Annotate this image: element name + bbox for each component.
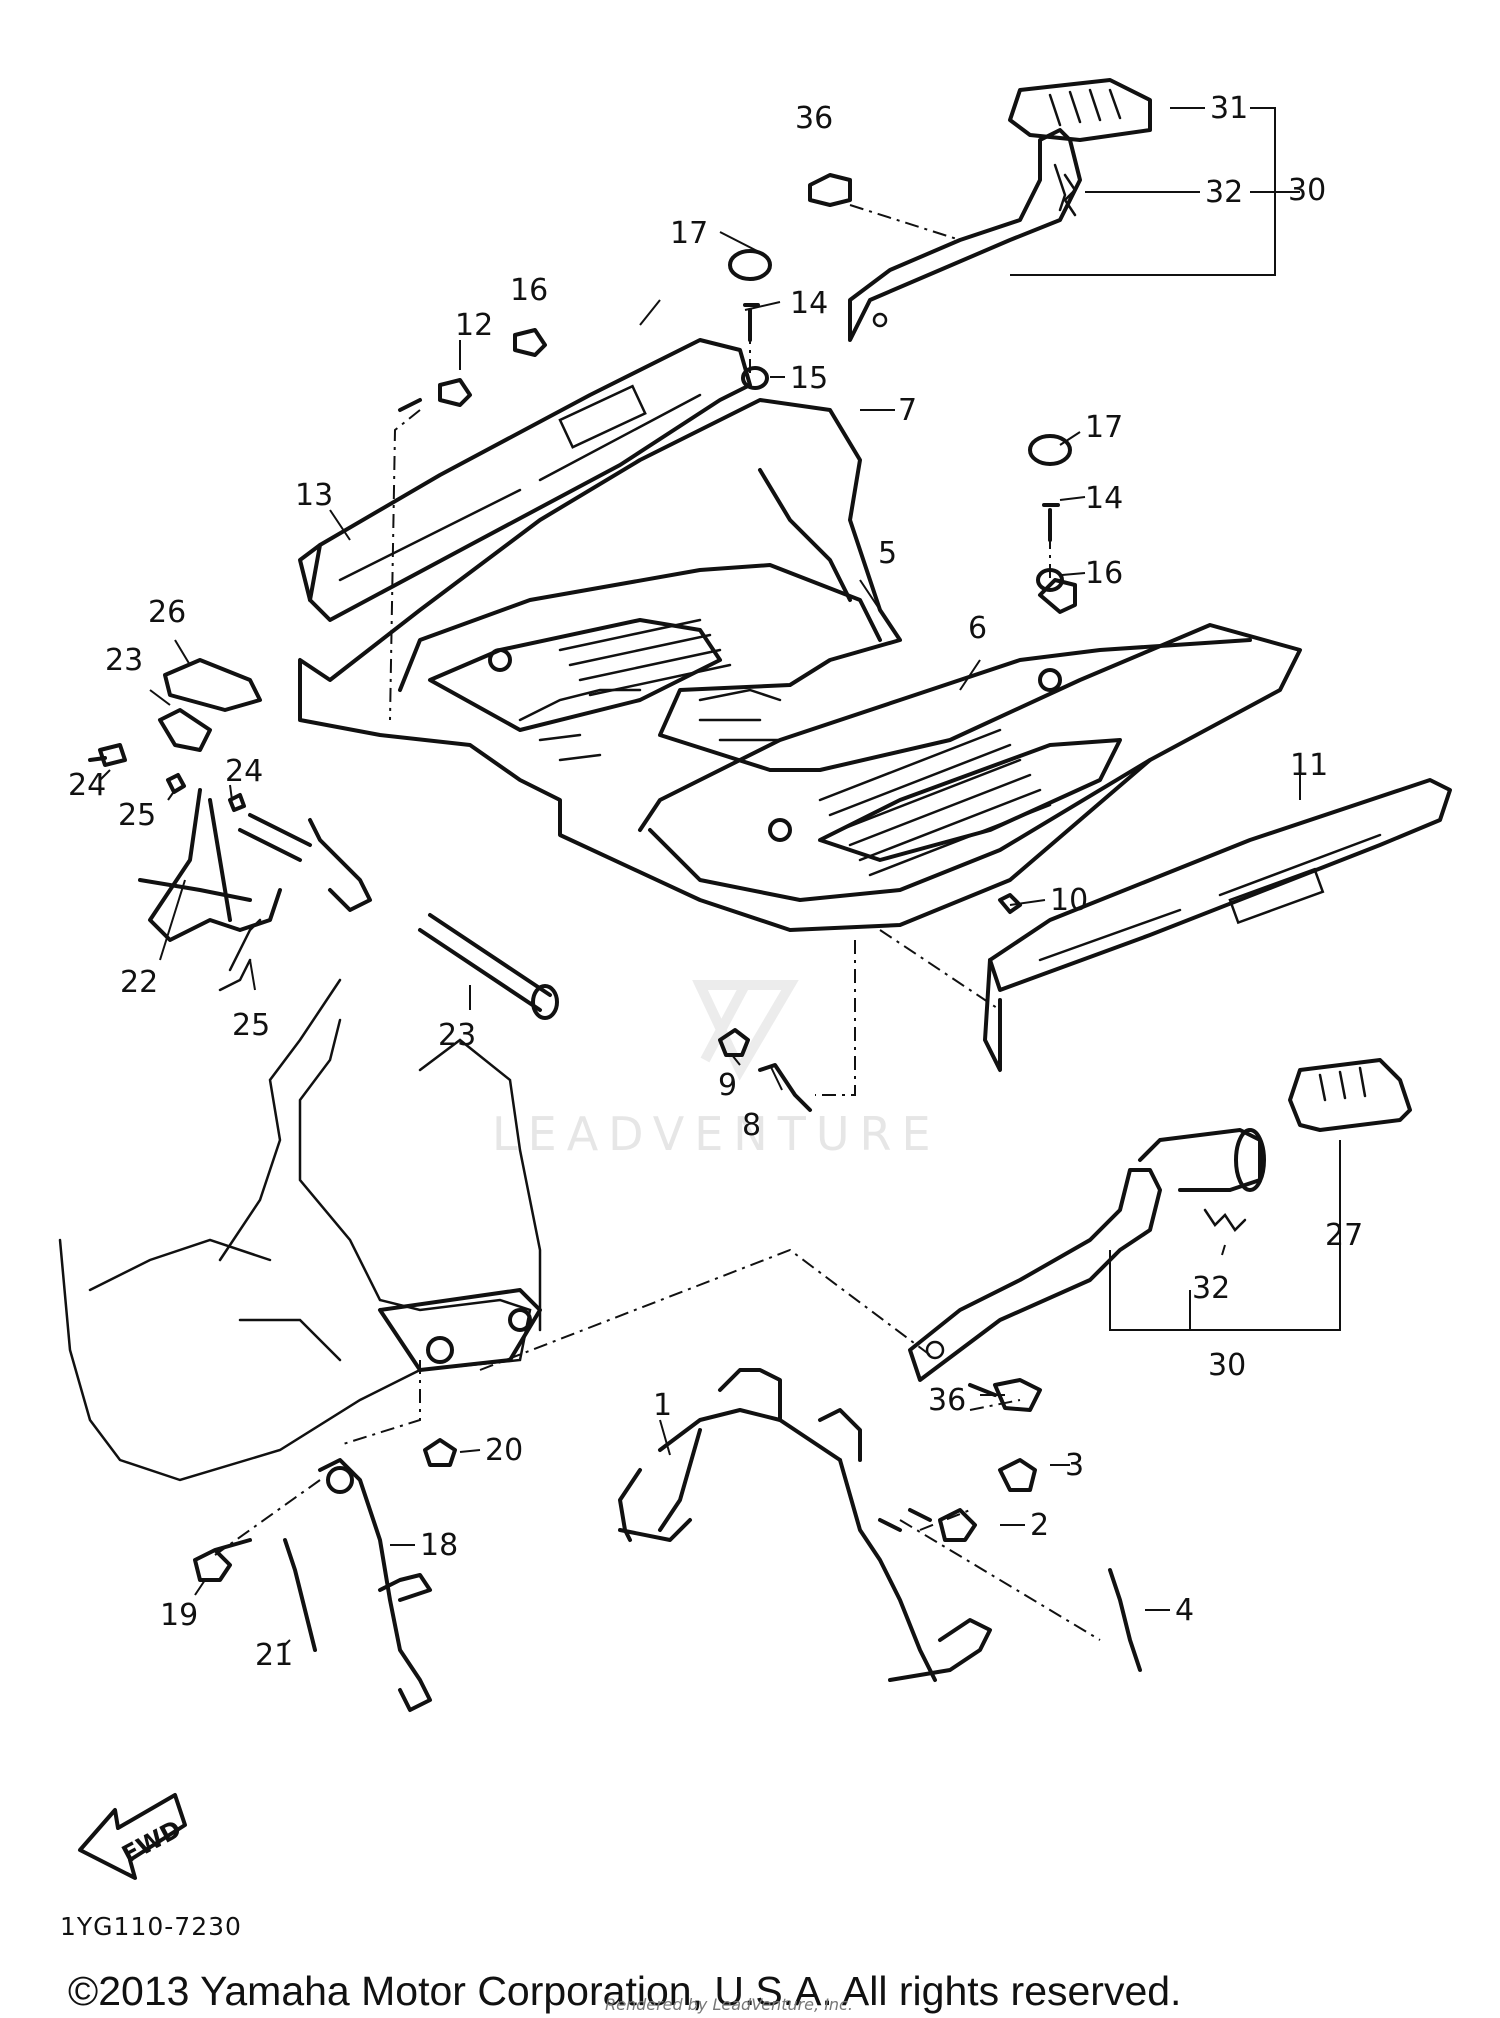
callout-28: 25 xyxy=(118,798,156,833)
callout-23: 23 xyxy=(438,1018,476,1053)
callout-1: 1 xyxy=(653,1388,672,1423)
floorboard xyxy=(298,398,1302,932)
callout-4: 4 xyxy=(1175,1593,1194,1628)
callout-21: 21 xyxy=(255,1638,293,1673)
callout-32: 32 xyxy=(1192,1271,1230,1306)
callout-31: 27 xyxy=(1325,1218,1363,1253)
callout-33: 30 xyxy=(1288,173,1326,208)
brake-pedal xyxy=(138,788,282,942)
callout-5: 5 xyxy=(878,536,897,571)
callout-35: 32 xyxy=(1205,175,1243,210)
callout-36-bottom: 36 xyxy=(928,1383,966,1418)
callout-15-right: 16 xyxy=(1085,556,1123,591)
watermark: LEADVENTURE xyxy=(492,980,941,1161)
fwd-arrow: FWD xyxy=(78,1793,187,1880)
callout-16: 16 xyxy=(510,273,548,308)
callout-2: 2 xyxy=(1030,1508,1049,1543)
callout-labels: 31 30 32 36 17 14 15 17 14 16 7 5 6 10 1… xyxy=(68,91,1363,1673)
callout-7: 7 xyxy=(898,393,917,428)
callout-26: 23 xyxy=(105,643,143,678)
diagram-code: 1YG110-7230 xyxy=(60,1912,242,1941)
callout-14-top: 14 xyxy=(790,286,828,321)
left-side-cover xyxy=(298,338,752,622)
callout-29: 26 xyxy=(148,595,186,630)
connector-lines xyxy=(214,204,1101,1641)
callout-36-top: 36 xyxy=(795,101,833,136)
callout-18: 18 xyxy=(420,1528,458,1563)
brake-shaft xyxy=(238,813,559,1020)
callout-15-top: 15 xyxy=(790,361,828,396)
callout-34: 31 xyxy=(1210,91,1248,126)
pedal-pad xyxy=(158,658,262,752)
callout-6: 6 xyxy=(968,611,987,646)
callout-14-right: 14 xyxy=(1085,481,1123,516)
right-footrest-assembly xyxy=(848,78,1152,342)
callout-12: 12 xyxy=(455,308,493,343)
callout-8: 8 xyxy=(742,1108,761,1143)
callout-25: 25 xyxy=(232,1008,270,1043)
render-overlay: Rendered by LeadVenture, Inc. xyxy=(605,1995,853,2014)
callout-20: 20 xyxy=(485,1433,523,1468)
side-stand xyxy=(318,1458,432,1712)
callout-17-right: 17 xyxy=(1085,410,1123,445)
callout-10: 10 xyxy=(1050,883,1088,918)
callout-27: 24 xyxy=(68,768,106,803)
right-side-cover xyxy=(983,778,1452,1072)
callout-3: 3 xyxy=(1065,1448,1084,1483)
hardware xyxy=(88,173,1247,1672)
left-footrest-assembly xyxy=(908,1058,1412,1382)
callout-30: 30 xyxy=(1208,1348,1246,1383)
callout-24: 24 xyxy=(225,754,263,789)
callout-11: 11 xyxy=(1290,748,1328,783)
copyright-notice: ©2013 Yamaha Motor Corporation, U.S.A. A… xyxy=(68,1968,1181,2014)
callout-13: 13 xyxy=(295,478,333,513)
center-stand xyxy=(618,1368,992,1682)
callout-19: 19 xyxy=(160,1598,198,1633)
leader-lines xyxy=(99,107,1341,1646)
callout-22: 22 xyxy=(120,965,158,1000)
callout-17-top: 17 xyxy=(670,216,708,251)
engine-outline xyxy=(58,978,542,1482)
watermark-text: LEADVENTURE xyxy=(492,1107,941,1161)
callout-9: 9 xyxy=(718,1068,737,1103)
